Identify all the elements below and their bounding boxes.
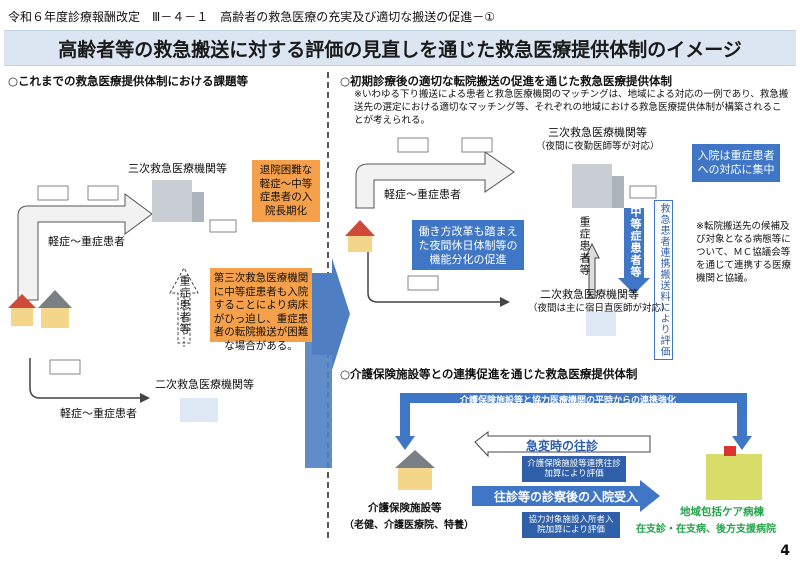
right-secondary-label: 二次救急医療機関等 — [540, 288, 639, 301]
admission-arrow — [472, 480, 660, 512]
right-bottom-arrow — [367, 238, 500, 303]
left-mild-bottom-label: 軽症～重症患者 — [60, 407, 137, 420]
right-secondary-sub: （夜間は主に宿日直医師が対応） — [528, 303, 671, 314]
right-section2-title: ○介護保険施設等との連携促進を通じた救急医療提供体制 — [340, 367, 638, 381]
ambulance-icon — [87, 185, 119, 201]
right-mild-label: 軽症～重症患者 — [384, 188, 461, 201]
care-link-banner: 介護保険施設等と協力医療機関の平時からの連携強化 — [460, 396, 677, 406]
ambulance-icon — [629, 185, 657, 199]
ambulance-icon — [461, 137, 493, 153]
house-icon-left — [8, 290, 72, 328]
right-up-arrow — [584, 242, 600, 299]
care-facility-icon — [395, 450, 435, 490]
hospital-icon-left-secondary — [180, 398, 218, 422]
hospital-sub: 在支診・在支病、後方支援病院 — [636, 524, 776, 535]
left-section-title: ○これまでの救急医療提供体制における課題等 — [8, 74, 249, 88]
right-moderate-vertical: 中等症患者等 — [629, 206, 642, 278]
ambulance-icon — [407, 275, 439, 291]
urgent-visit-arrow — [474, 430, 651, 458]
left-secondary-label: 二次救急医療機関等 — [155, 378, 254, 391]
title-band: 高齢者等の救急搬送に対する評価の見直しを通じた救急医療提供体制のイメージ — [4, 30, 796, 66]
right-blue-box-2: 働き方改革も踏まえた夜間休日体制等の機能分化の促進 — [412, 220, 524, 270]
left-orange-box-1: 退院困難な軽症～中等症患者の入院長期化 — [252, 160, 320, 222]
right-section1-title: ○初期診療後の適切な転院搬送の促進を通じた救急医療提供体制 — [340, 74, 673, 88]
right-severe-vertical: 重症患者等 — [578, 216, 591, 276]
left-top-arrow — [17, 193, 153, 301]
facility-label: 介護保険施設等 — [368, 502, 442, 514]
hospital-icon-community — [706, 446, 762, 500]
left-severe-vertical: 重症患者等 — [178, 275, 191, 335]
bottom-frame-arrow — [400, 393, 747, 438]
diagram-canvas — [8, 72, 762, 538]
ambulance-icon — [209, 219, 237, 233]
right-transport-vertical: 救急患者連携搬送料により評価 — [654, 200, 673, 360]
admission-label: 往診等の診察後の入院受入 — [494, 490, 639, 504]
ambulance-icon — [37, 185, 69, 201]
admission-badge: 協力対象施設入所者入院加算により評価 — [522, 512, 620, 538]
hospital-icon-left-tertiary — [152, 180, 204, 222]
hospital-icon-right-secondary — [586, 312, 616, 336]
right-down-arrow — [624, 208, 644, 278]
page-title: 高齢者等の救急搬送に対する評価の見直しを通じた救急医療提供体制のイメージ — [58, 38, 742, 61]
page-header: 令和６年度診療報酬改定 Ⅲ－４－１ 高齢者の救急医療の充実及び適切な搬送の促進－… — [8, 10, 496, 24]
right-tertiary-label: 三次救急医療機関等 — [548, 126, 647, 139]
urgent-visit-label: 急変時の往診 — [526, 439, 599, 453]
urgent-visit-badge: 介護保険施設等連携往診加算により評価 — [522, 456, 626, 482]
facility-sub: （老健、介護医療院、特養） — [344, 520, 474, 531]
left-tertiary-label: 三次救急医療機関等 — [128, 162, 227, 175]
house-icon-right — [345, 220, 375, 252]
right-note: ※いわゆる下り搬送による患者と救急医療機関のマッチングは、地域による対応の一例で… — [354, 89, 789, 126]
right-blue-box-1: 入院は重症患者への対応に集中 — [692, 144, 780, 182]
hospital-label: 地域包括ケア病棟 — [680, 506, 764, 518]
right-tertiary-sub: （夜間に夜勤医師等が対応） — [536, 141, 660, 152]
left-bottom-arrow — [29, 358, 140, 399]
hospital-icon-right-tertiary — [572, 164, 624, 208]
page-number: 4 — [780, 543, 790, 559]
right-top-arrow — [355, 151, 515, 209]
right-side-note: ※転院搬送先の候補及び対象となる病態等について、ＭＣ協議会等を通じて連携する医療… — [696, 221, 792, 284]
left-orange-box-2: 第三次救急医療機関に中等症患者も入院することにより病床がひっ迫し、重症患者の転院… — [210, 268, 312, 352]
ambulance-icon — [49, 359, 81, 375]
left-mild-top-label: 軽症～重症患者 — [48, 235, 125, 248]
ambulance-icon — [397, 137, 429, 153]
